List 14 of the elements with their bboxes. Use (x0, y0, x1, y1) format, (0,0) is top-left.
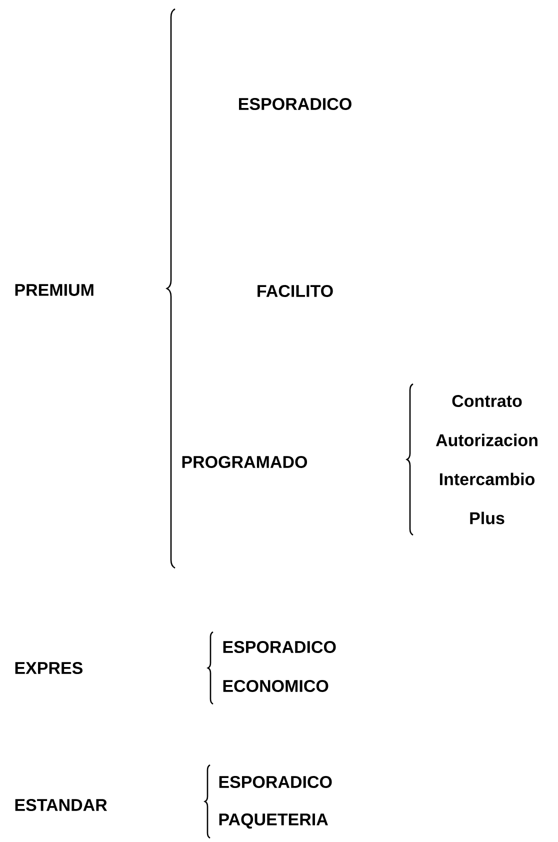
category-label: Intercambio (440, 472, 535, 486)
category-label: ESPORADICO (223, 640, 336, 654)
category-label: ESTANDAR (15, 798, 108, 812)
category-label: EXPRES (15, 662, 82, 674)
category-label: ECONOMICO (223, 680, 328, 692)
category-label: PREMIUM (15, 284, 94, 296)
category-label: Contrato (452, 394, 522, 408)
category-label: ESPORADICO (239, 98, 352, 110)
category-label: ESPORADICO (219, 776, 332, 788)
category-label: Plus (470, 512, 504, 524)
category-label: Autorizacion (436, 434, 538, 446)
category-label: PAQUETERIA (219, 813, 328, 829)
category-label: PROGRAMADO (182, 456, 308, 468)
category-label: FACILITO (258, 284, 333, 298)
